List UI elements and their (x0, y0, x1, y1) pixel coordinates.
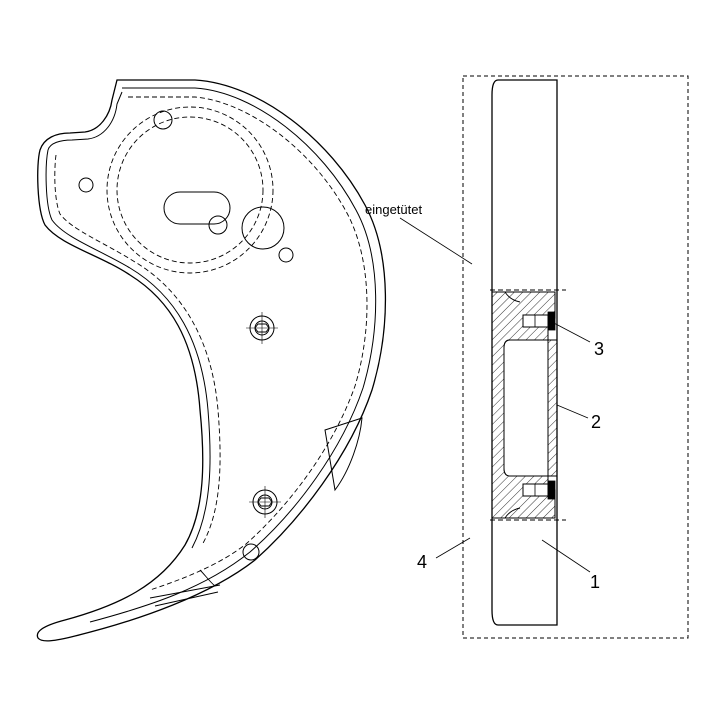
inner-cavity (503, 339, 549, 477)
bolt-lower (249, 486, 281, 518)
outer-contour (36, 79, 387, 642)
part-label-2: 2 (591, 412, 601, 432)
part-label-3: 3 (594, 339, 604, 359)
hole-left (78, 177, 94, 193)
dashed-contour (128, 96, 368, 591)
screw-lower (522, 480, 556, 500)
plate-detail (324, 417, 363, 492)
leader-1 (541, 539, 591, 573)
annotation-label: eingetütet (365, 202, 422, 217)
dashed-circle-inner (116, 116, 264, 264)
hole-small-center (208, 215, 228, 235)
inner-rim (45, 149, 211, 549)
dashed-contour-rim (54, 154, 221, 546)
bolt-upper (246, 312, 278, 344)
leader-3 (551, 321, 591, 343)
leader-lines (399, 217, 591, 573)
leader-annotation (399, 217, 473, 265)
part-label-1: 1 (590, 572, 600, 592)
hatched-strip (547, 339, 558, 477)
slot-hole (163, 191, 231, 225)
boundary-box (462, 75, 689, 639)
hole-right (278, 247, 294, 263)
notch-top (504, 291, 521, 303)
tip-detail (149, 569, 221, 607)
leader-2 (556, 404, 589, 419)
hole-large (241, 206, 285, 250)
main-body (491, 79, 558, 626)
notch-bottom (504, 507, 521, 519)
leader-4 (435, 537, 471, 559)
hole-top (153, 110, 173, 130)
dashed-circle-outer (106, 106, 274, 274)
hole-bottom (242, 543, 260, 561)
inner-contour (89, 87, 377, 623)
section-view (462, 75, 689, 639)
screw-upper (522, 311, 556, 331)
inner-contour-2 (47, 91, 123, 151)
part-label-4: 4 (417, 552, 427, 572)
curved-part-side-view (36, 79, 387, 642)
